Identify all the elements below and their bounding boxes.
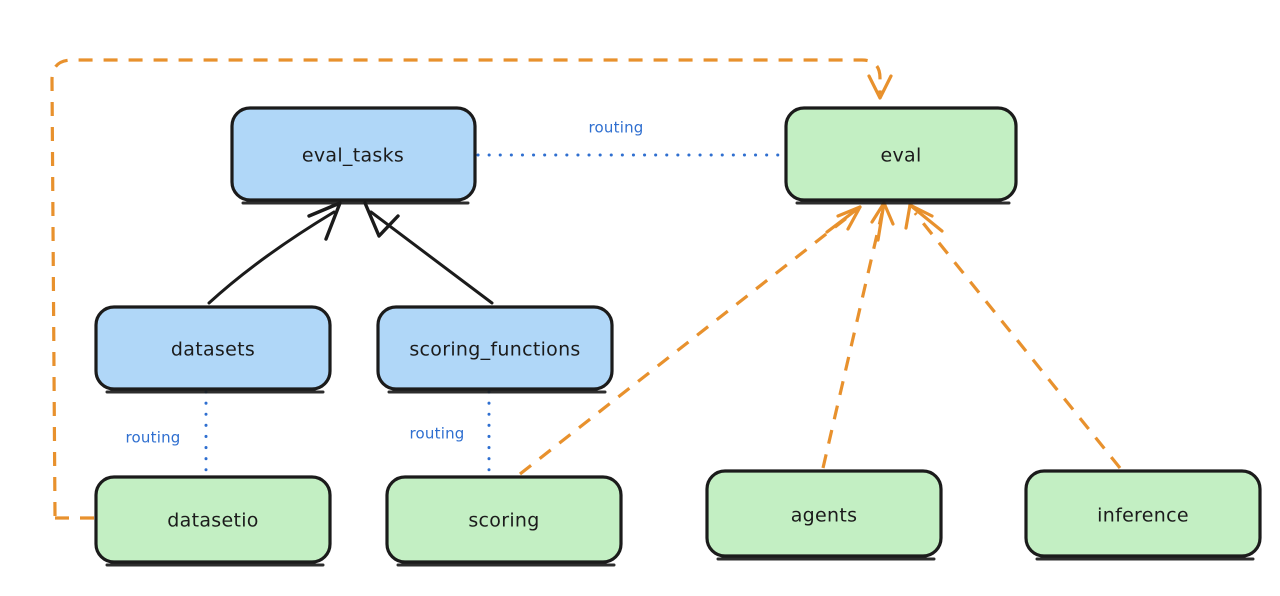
node-eval-box[interactable] <box>784 106 1018 202</box>
node-scoring_functions[interactable]: scoring_functions <box>376 305 614 394</box>
edge-scoring_functions-to-eval_tasks <box>363 201 494 305</box>
node-inference[interactable]: inference <box>1024 469 1262 561</box>
node-agents-label: agents <box>791 505 858 527</box>
node-inference-box[interactable] <box>1024 469 1262 558</box>
node-scoring[interactable]: scoring <box>385 475 623 567</box>
edge-datasets-to-eval_tasks <box>207 201 342 305</box>
node-datasets-box[interactable] <box>94 305 332 391</box>
node-scoring-box[interactable] <box>385 475 623 564</box>
node-agents[interactable]: agents <box>705 469 943 561</box>
node-datasets[interactable]: datasets <box>94 305 332 394</box>
edge-inference-to-eval <box>904 203 1122 470</box>
node-eval-label: eval <box>880 145 921 167</box>
edge-scoring-to-eval <box>519 205 862 476</box>
routing-label-eval-tasks: routing <box>589 119 644 137</box>
routing-label-datasets: routing <box>126 429 181 447</box>
node-scoring_functions-label: scoring_functions <box>409 339 580 361</box>
node-eval[interactable]: eval <box>784 106 1018 205</box>
routing-label-scoring-functions: routing <box>410 425 465 443</box>
node-scoring-label: scoring <box>468 510 539 532</box>
edge-scoring_functions-to-scoring: routing <box>410 390 491 477</box>
node-inference-label: inference <box>1097 505 1189 527</box>
edge-datasetio-to-eval <box>50 58 893 520</box>
node-eval_tasks-label: eval_tasks <box>302 145 404 167</box>
node-datasetio-label: datasetio <box>167 510 258 532</box>
node-scoring_functions-box[interactable] <box>376 305 614 391</box>
node-agents-box[interactable] <box>705 469 943 558</box>
node-eval_tasks-box[interactable] <box>230 106 477 202</box>
node-datasetio[interactable]: datasetio <box>94 475 332 567</box>
edge-agents-to-eval <box>821 201 895 469</box>
edge-eval_tasks-to-eval: routing <box>476 119 786 157</box>
node-datasetio-box[interactable] <box>94 475 332 564</box>
edge-datasets-to-datasetio: routing <box>126 390 208 477</box>
node-datasets-label: datasets <box>171 339 255 361</box>
node-eval_tasks[interactable]: eval_tasks <box>230 106 477 205</box>
